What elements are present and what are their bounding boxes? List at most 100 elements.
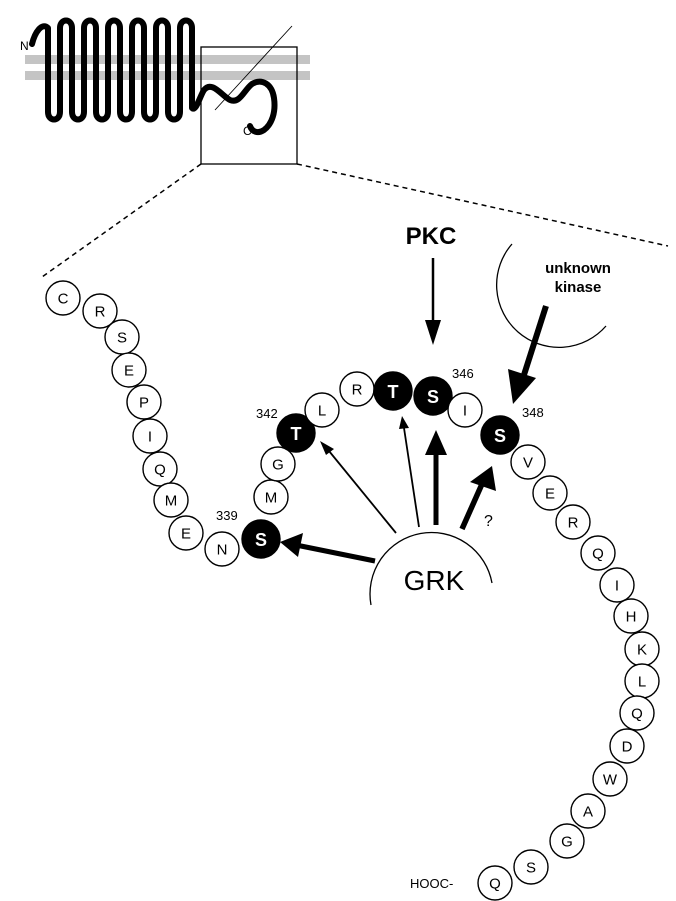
residue: Q: [580, 535, 616, 571]
residue: I: [447, 392, 483, 428]
phosphorylated-residue: T: [276, 413, 316, 453]
residue-circle: [592, 761, 628, 797]
residue: C: [45, 280, 81, 316]
residue-letter: S: [117, 330, 127, 347]
residue-letter: Q: [154, 462, 166, 479]
residue-letter: S: [494, 426, 506, 446]
residue-letter: C: [58, 291, 69, 308]
pkc-arrow: [425, 258, 441, 345]
residue-number-342: 342: [256, 406, 278, 421]
residue-circle: [241, 519, 281, 559]
residue: H: [613, 598, 649, 634]
residue-letter: I: [615, 578, 619, 595]
residue-circle: [82, 293, 118, 329]
residue-letter: R: [95, 304, 106, 321]
zoom-guide-right: [296, 163, 669, 247]
residue-letter: M: [165, 493, 178, 510]
residue-letter: E: [124, 363, 134, 380]
unknown-kinase-label-line2: kinase: [555, 279, 602, 296]
residue-letter: T: [291, 424, 302, 444]
residue-circle: [532, 475, 568, 511]
residue-letter: P: [139, 395, 149, 412]
residue-circle: [609, 728, 645, 764]
residue-circle: [132, 418, 168, 454]
grk-arrow-to-s348: [459, 466, 496, 531]
residue-circle: [260, 446, 296, 482]
residue-letter: M: [265, 490, 278, 507]
residue-circle: [447, 392, 483, 428]
residue-letter: T: [388, 382, 399, 402]
residue: I: [132, 418, 168, 454]
zoom-box-diagonal: [214, 25, 293, 111]
residue-letter: H: [626, 609, 637, 626]
residue-letter: G: [272, 457, 284, 474]
residue-letter: S: [255, 530, 267, 550]
residue-number-346: 346: [452, 366, 474, 381]
residue-circle: [599, 567, 635, 603]
phosphorylated-residue: S: [413, 376, 453, 416]
residue: E: [532, 475, 568, 511]
residue-letter: I: [148, 429, 152, 446]
residue: L: [624, 663, 660, 699]
residue: L: [304, 392, 340, 428]
residue-circle: [480, 415, 520, 455]
residue: Q: [619, 695, 655, 731]
unknown-kinase-shape: [495, 243, 607, 349]
grk-label: GRK: [404, 565, 465, 596]
residue-circle: [126, 384, 162, 420]
grk-arrow-to-t342: [320, 441, 397, 534]
residue-letter: G: [561, 834, 573, 851]
unknown-kinase-label-line1: unknown: [545, 260, 611, 277]
receptor-topology-inset: N C: [20, 17, 310, 165]
residue-letter: K: [637, 642, 647, 659]
phosphorylated-residue: S: [480, 415, 520, 455]
residue-circle: [204, 531, 240, 567]
grk-arrow-to-s339: [280, 533, 376, 564]
residue-number-348: 348: [522, 405, 544, 420]
residue-letter: Q: [489, 876, 501, 893]
residue: D: [609, 728, 645, 764]
hooc-label: HOOC-: [410, 876, 453, 891]
residue: S: [513, 849, 549, 885]
residue-circle: [570, 793, 606, 829]
pkc-label: PKC: [406, 223, 457, 250]
residue: R: [339, 371, 375, 407]
residue-letter: Q: [631, 706, 643, 723]
residue-circle: [45, 280, 81, 316]
residue-letter: D: [622, 739, 633, 756]
residue: K: [624, 631, 660, 667]
residue-letter: V: [523, 455, 533, 472]
residue-circle: [413, 376, 453, 416]
residue-letter: L: [638, 674, 646, 691]
unknown-kinase-arrow: [508, 305, 549, 404]
n-terminus-label: N: [20, 39, 29, 53]
residue: Q: [477, 865, 513, 901]
residue-circle: [276, 413, 316, 453]
residue: E: [168, 515, 204, 551]
residue: S: [104, 319, 140, 355]
phosphorylated-residue: T: [373, 371, 413, 411]
c-terminus-label: C: [243, 124, 252, 138]
grk-question-mark: ?: [484, 513, 493, 530]
residue-letter: E: [545, 486, 555, 503]
residue: M: [253, 479, 289, 515]
residue-circle: [153, 482, 189, 518]
residue-letter: Q: [592, 546, 604, 563]
residue-circle: [142, 451, 178, 487]
residue-letter: I: [463, 403, 467, 420]
phosphorylated-residue: S: [241, 519, 281, 559]
residue-letter: E: [181, 526, 191, 543]
grk-arrow-to-t344: [399, 416, 420, 528]
residue-letter: R: [568, 515, 579, 532]
grk-arrow-to-s345: [425, 430, 447, 525]
residue-circle: [168, 515, 204, 551]
residue-letter: L: [318, 403, 326, 420]
residue-letter: A: [583, 804, 593, 821]
residue-circle: [111, 352, 147, 388]
grk-shape: [369, 531, 493, 606]
residue-letter: N: [217, 542, 228, 559]
receptor-backbone: [29, 17, 278, 136]
residue: A: [570, 793, 606, 829]
